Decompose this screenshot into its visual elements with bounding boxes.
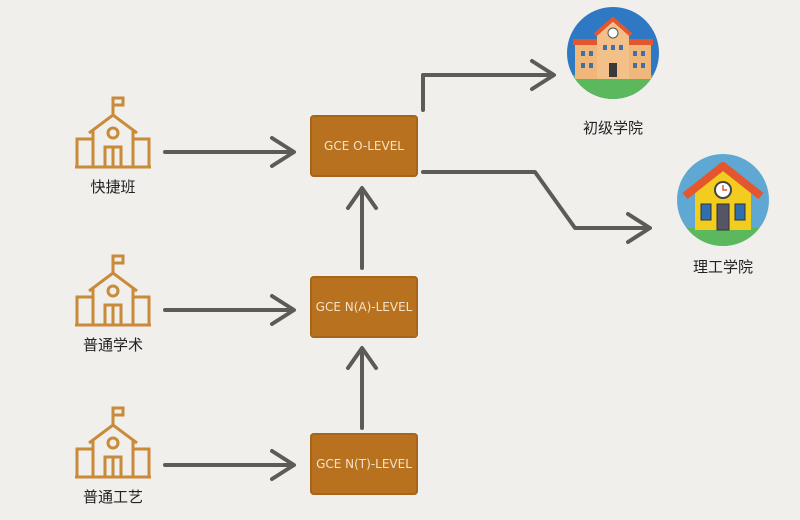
junior-college-icon [567,7,659,99]
exam-box-nt-level: GCE N(T)-LEVEL [310,433,418,495]
source-label-normal-technical: 普通工艺 [82,488,143,506]
source-label-normal-academic: 普通学术 [82,336,143,354]
arrow-o-to-polytechnic [421,170,652,244]
destination-label-junior-college: 初级学院 [582,119,643,137]
arrow-nt-to-na [346,346,378,430]
polytechnic-icon [677,154,769,246]
school-icon [75,96,151,169]
arrow-academic-to-na-level [163,294,296,326]
arrow-express-to-o-level [163,136,296,168]
exam-box-o-level: GCE O-LEVEL [310,115,418,177]
school-icon [75,406,151,479]
arrow-o-to-junior-college [421,59,556,112]
exam-box-na-level: GCE N(A)-LEVEL [310,276,418,338]
arrow-technical-to-nt-level [163,449,296,481]
source-label-express: 快捷班 [90,178,136,196]
arrow-na-to-o [346,186,378,270]
school-icon [75,254,151,327]
destination-label-polytechnic: 理工学院 [692,258,753,276]
